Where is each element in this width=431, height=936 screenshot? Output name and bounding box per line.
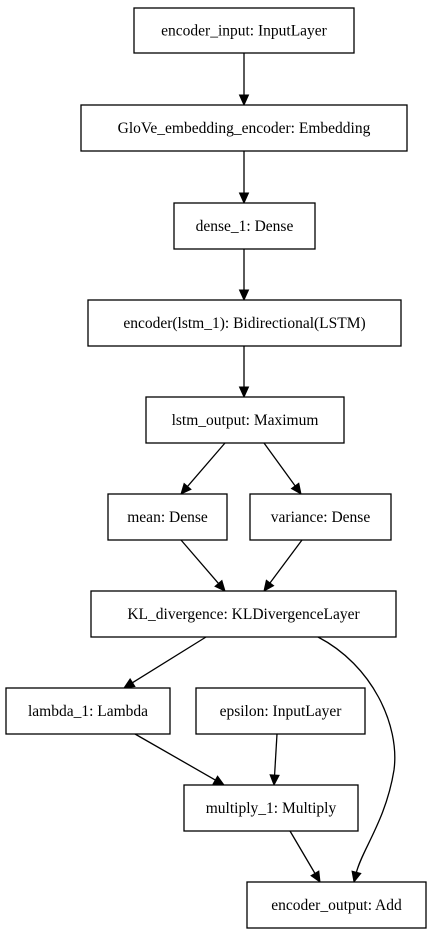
node-label: encoder_input: InputLayer (161, 23, 328, 40)
node-box (5, 687, 171, 735)
arrowhead (238, 94, 250, 107)
node-label: lambda_1: Lambda (28, 703, 148, 720)
node-label: encoder(lstm_1): Bidirectional(LSTM) (123, 315, 365, 332)
node-box (173, 202, 316, 250)
edge-encoder_input-to-glove_embedding (238, 53, 250, 107)
node-encoder-output: encoder_output: Add (246, 881, 427, 929)
arrowhead (238, 386, 250, 399)
edge-lstm_output-to-variance (263, 442, 302, 495)
node-label: epsilon: InputLayer (220, 703, 343, 720)
edge-variance-to-kl_divergence (263, 539, 303, 592)
node-box (246, 881, 427, 929)
arrowhead (214, 579, 226, 592)
arrowhead (310, 870, 321, 884)
arrowhead (238, 192, 250, 205)
edge-kl_divergence-to-lambda_1 (122, 636, 207, 689)
node-box (183, 784, 359, 832)
edge-multiply_1-to-encoder_output (289, 830, 321, 884)
arrowhead (212, 775, 226, 786)
arrowhead (180, 482, 192, 495)
edge-encoder_lstm-to-lstm_output (238, 346, 250, 399)
edge-line (317, 636, 396, 873)
edges (122, 53, 396, 884)
edge-dense_1-to-encoder_lstm (238, 249, 250, 302)
node-box (87, 299, 402, 347)
arrowhead (122, 677, 136, 689)
node-box (249, 493, 392, 541)
edge-line (269, 539, 303, 584)
node-label: mean: Dense (127, 509, 208, 526)
nodes: encoder_input: InputLayerGloVe_embedding… (5, 7, 427, 929)
node-encoder-input: encoder_input: InputLayer (133, 7, 355, 54)
edge-lambda_1-to-multiply_1 (134, 733, 226, 786)
edge-line (273, 733, 278, 776)
arrowhead (238, 289, 250, 302)
edge-epsilon-to-multiply_1 (269, 733, 280, 787)
node-kl-divergence: KL_divergence: KLDivergenceLayer (90, 590, 397, 638)
node-box (90, 590, 397, 638)
node-glove-embedding: GloVe_embedding_encoder: Embedding (80, 104, 408, 152)
edge-kl_divergence-to-encoder_output (317, 636, 396, 884)
edge-lstm_output-to-mean (180, 442, 226, 495)
node-variance: variance: Dense (249, 493, 392, 541)
node-label: lstm_output: Maximum (172, 412, 319, 429)
node-encoder-lstm: encoder(lstm_1): Bidirectional(LSTM) (87, 299, 402, 347)
node-box (195, 687, 366, 735)
node-box (145, 396, 345, 444)
node-lambda-1: lambda_1: Lambda (5, 687, 171, 735)
arrowhead (263, 579, 275, 592)
arrowhead (351, 870, 362, 884)
arrowhead (290, 482, 302, 495)
edge-line (187, 442, 226, 487)
edge-line (289, 830, 316, 874)
edge-line (263, 442, 296, 487)
edge-line (132, 636, 207, 684)
node-lstm-output: lstm_output: Maximum (145, 396, 345, 444)
edge-line (134, 733, 216, 781)
node-box (133, 7, 355, 54)
arrowhead (269, 774, 280, 787)
edge-mean-to-kl_divergence (180, 539, 226, 592)
node-label: dense_1: Dense (196, 218, 294, 235)
node-box (80, 104, 408, 152)
node-multiply-1: multiply_1: Multiply (183, 784, 359, 832)
node-label: KL_divergence: KLDivergenceLayer (127, 606, 360, 623)
edge-glove_embedding-to-dense_1 (238, 151, 250, 205)
node-label: variance: Dense (271, 509, 371, 526)
node-label: multiply_1: Multiply (206, 800, 337, 817)
node-dense-1: dense_1: Dense (173, 202, 316, 250)
node-label: GloVe_embedding_encoder: Embedding (118, 120, 371, 137)
node-box (107, 493, 228, 541)
node-label: encoder_output: Add (271, 897, 402, 914)
edge-line (180, 539, 219, 584)
node-mean: mean: Dense (107, 493, 228, 541)
node-epsilon: epsilon: InputLayer (195, 687, 366, 735)
